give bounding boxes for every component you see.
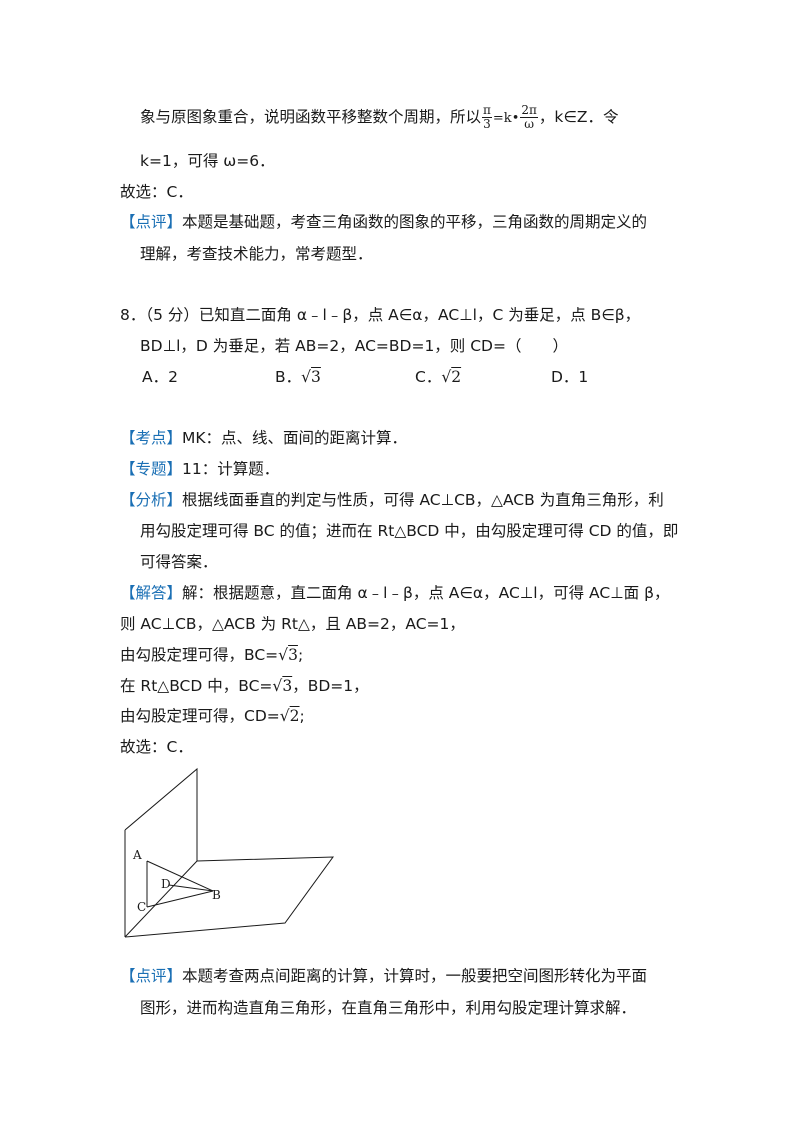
- semicolon: ;: [299, 707, 305, 725]
- prev-solution-line2: k=1，可得 ω=6．: [140, 152, 275, 170]
- option-c: C．√2: [415, 366, 461, 388]
- semicolon: ;: [297, 646, 304, 664]
- fenxi-line2: 用勾股定理可得 BC 的值；进而在 Rt△BCD 中，由勾股定理可得 CD 的值…: [140, 522, 679, 540]
- prev-line1-post: ，k∈Z．令: [538, 108, 619, 126]
- jieda-line1: 【解答】解：根据题意，直二面角 α﹣l﹣β，点 A∈α，AC⊥l，可得 AC⊥面…: [120, 582, 669, 604]
- sqrt-3: √3: [272, 677, 293, 695]
- pingjia-text: 本题考查两点间距离的计算，计算时，一般要把空间图形转化为平面: [182, 967, 648, 985]
- fenxi-text: 根据线面垂直的判定与性质，可得 AC⊥CB，△ACB 为直角三角形，利: [182, 491, 664, 509]
- kaodian-text: MK：点、线、面间的距离计算．: [182, 429, 408, 447]
- dihedral-angle-figure: A D B C: [124, 767, 335, 938]
- frac-numerator: π: [482, 103, 492, 118]
- kaodian-line: 【考点】MK：点、线、面间的距离计算．: [120, 427, 407, 449]
- label-a: A: [132, 848, 142, 862]
- jieda-line5: 由勾股定理可得，CD=√2;: [120, 705, 305, 727]
- prev-comment-line2: 理解，考查技术能力，常考题型．: [140, 245, 373, 263]
- zhuanti-line: 【专题】11：计算题．: [120, 458, 279, 480]
- segment-ab: [146, 860, 214, 892]
- pingjia-tag: 【点评】: [120, 967, 183, 985]
- radicand: 3: [288, 646, 298, 664]
- fenxi-line1: 【分析】根据线面垂直的判定与性质，可得 AC⊥CB，△ACB 为直角三角形，利: [120, 489, 664, 511]
- frac-denominator: ω: [524, 117, 535, 131]
- jieda-line2: 则 AC⊥CB，△ACB 为 Rt△，且 AB=2，AC=1，: [120, 615, 465, 633]
- fenxi-line3: 可得答案．: [140, 553, 218, 571]
- equals-k: =k: [492, 111, 512, 126]
- option-b-prefix: B．: [275, 368, 302, 386]
- jieda-line3: 由勾股定理可得，BC=√3;: [120, 644, 303, 666]
- jieda-line3-text: 由勾股定理可得，BC=: [120, 646, 279, 664]
- comment-tag: 【点评】: [120, 213, 183, 231]
- radicand: 3: [282, 677, 293, 695]
- jieda-tag: 【解答】: [120, 584, 183, 602]
- jieda-line4-text: 在 Rt△BCD 中，BC=: [120, 677, 273, 695]
- sqrt-3: √3: [278, 646, 298, 664]
- sqrt-3: √3: [301, 368, 321, 386]
- sqrt-2: √2: [279, 707, 300, 725]
- jieda-line5-text: 由勾股定理可得，CD=: [120, 707, 280, 725]
- option-b: B．√3: [275, 366, 321, 388]
- plane-beta-edge: [124, 856, 335, 938]
- multiply-dot: •: [511, 111, 520, 126]
- question-8-stem-line2: BD⊥l，D 为垂足，若 AB=2，AC=BD=1，则 CD=（ ）: [140, 337, 568, 355]
- zhuanti-tag: 【专题】: [120, 460, 183, 478]
- label-c: C: [137, 900, 146, 914]
- kaodian-tag: 【考点】: [120, 429, 183, 447]
- frac-denominator: 3: [483, 117, 491, 131]
- segment-cb: [146, 890, 214, 908]
- pingjia-line1: 【点评】本题考查两点间距离的计算，计算时，一般要把空间图形转化为平面: [120, 965, 647, 987]
- frac-numerator: 2π: [520, 103, 538, 118]
- jieda-text: 解：根据题意，直二面角 α﹣l﹣β，点 A∈α，AC⊥l，可得 AC⊥面 β，: [182, 584, 670, 602]
- segment-db: [168, 884, 214, 892]
- prev-comment-line1: 【点评】本题是基础题，考查三角函数的图象的平移，三角函数的周期定义的: [120, 211, 647, 233]
- option-d: D．1: [551, 368, 589, 386]
- option-c-prefix: C．: [415, 368, 442, 386]
- radicand: 2: [289, 707, 300, 725]
- line-l: [124, 860, 198, 938]
- fenxi-tag: 【分析】: [120, 491, 183, 509]
- jieda-choice: 故选：C．: [120, 738, 193, 756]
- jieda-line4: 在 Rt△BCD 中，BC=√3，BD=1，: [120, 675, 369, 697]
- zhuanti-text: 11：计算题．: [182, 460, 280, 478]
- radicand: 3: [311, 368, 321, 386]
- label-d: D: [161, 877, 171, 891]
- sqrt-2: √2: [441, 368, 462, 386]
- comment-text: 本题是基础题，考查三角函数的图象的平移，三角函数的周期定义的: [182, 213, 648, 231]
- question-8-stem-line1: 8．（5 分）已知直二面角 α﹣l﹣β，点 A∈α，AC⊥l，C 为垂足，点 B…: [120, 306, 641, 324]
- option-a: A．2: [142, 368, 178, 386]
- jieda-line4-post: ，BD=1，: [292, 677, 369, 695]
- plane-alpha-edge: [124, 767, 198, 861]
- prev-choice: 故选：C．: [120, 183, 193, 201]
- prev-line1-text: 象与原图象重合，说明函数平移整数个周期，所以: [140, 108, 482, 126]
- label-b: B: [212, 888, 221, 902]
- radicand: 2: [451, 368, 462, 386]
- pingjia-line2: 图形，进而构造直角三角形，在直角三角形中，利用勾股定理计算求解．: [140, 999, 637, 1017]
